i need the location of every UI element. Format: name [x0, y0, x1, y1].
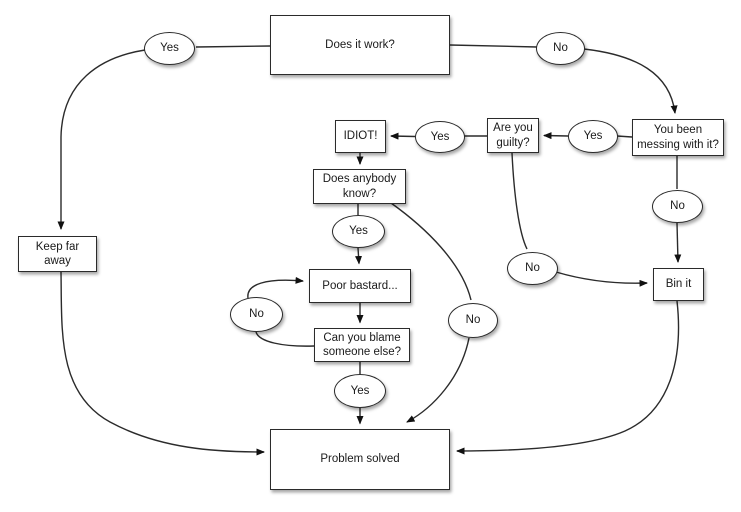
edge-label-no-blame: No [230, 297, 283, 332]
edge-no-to-poorbastard [247, 276, 304, 299]
node-problem-solved: Problem solved [270, 429, 450, 490]
edge-label-yes-messing: Yes [568, 120, 618, 153]
node-poor-bastard: Poor bastard... [309, 269, 411, 303]
edge-no-to-solved [406, 337, 470, 423]
node-idiot: IDIOT! [335, 120, 386, 153]
edge-label-no-guilty: No [507, 252, 558, 285]
edge-messing-to-yes [616, 135, 633, 138]
node-does-it-work: Does it work? [270, 15, 450, 75]
node-bin-it: Bin it [653, 268, 704, 301]
edge-yes-to-idiot [390, 132, 416, 140]
edge-yes-to-keepfaraway [57, 49, 146, 230]
edge-no-to-binit-2 [674, 222, 682, 263]
edge-label-yes-doeswork: Yes [144, 32, 195, 65]
edge-label-no-know: No [448, 303, 498, 338]
edge-no-to-messing [583, 48, 678, 114]
edge-label-yes-guilty: Yes [415, 121, 465, 153]
edge-blame-to-no-loop [255, 331, 315, 347]
edge-keepfaraway-to-solved [60, 271, 265, 456]
edge-label-no-messing: No [652, 190, 703, 223]
edge-label-yes-know: Yes [332, 215, 385, 248]
node-keep-far-away: Keep far away [18, 236, 97, 272]
node-you-been-messing: You been messing with it? [632, 119, 724, 156]
edge-no-to-binit [555, 271, 648, 287]
node-are-you-guilty: Are you guilty? [487, 118, 539, 153]
edge-doeswork-to-no [449, 44, 538, 48]
node-can-you-blame: Can you blame someone else? [314, 328, 410, 362]
edge-guilty-to-no [511, 152, 528, 250]
edge-label-no-doeswork: No [536, 32, 585, 65]
edge-doeswork-to-yes [195, 45, 271, 48]
node-does-anybody-know: Does anybody know? [313, 169, 406, 204]
edge-binit-to-solved [456, 300, 680, 455]
edge-yes-to-poorbastard [355, 247, 363, 265]
edge-yes-to-guilty [543, 132, 569, 140]
edge-label-yes-blame: Yes [334, 374, 386, 408]
edge-know-to-no [390, 202, 472, 301]
